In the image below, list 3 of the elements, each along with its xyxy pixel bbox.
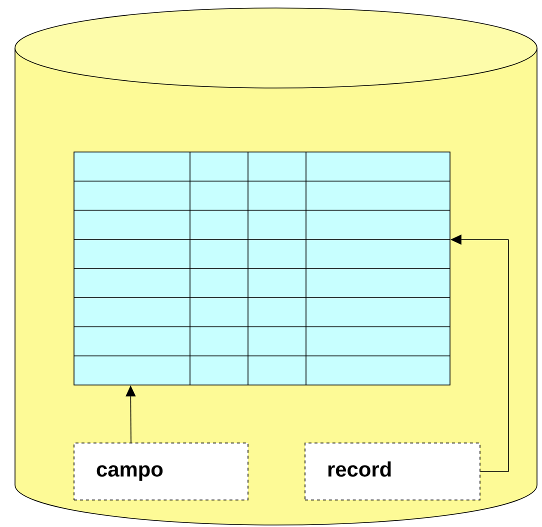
table-grid [74,152,450,386]
label-box: record [304,442,480,500]
label-box: campo [74,442,248,500]
